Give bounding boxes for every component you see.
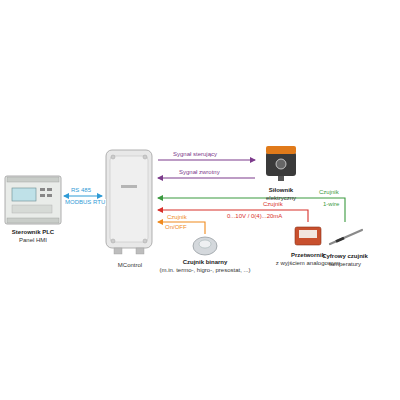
signal-label: Czujnik — [262, 201, 284, 208]
node-title: Cyfrowy czujnik — [322, 253, 368, 261]
node-subtitle: (m.in. termo-, higro-, presostat, ...) — [159, 267, 250, 275]
signal-label: Czujnik — [166, 214, 188, 221]
signal-note: MODBUS RTU — [64, 199, 106, 206]
signal-label: Sygnał zwrotny — [178, 169, 221, 176]
actuator-device: Siłownikelektryczny — [255, 140, 307, 202]
node-title: Przetwornik — [291, 252, 325, 260]
signal-line — [158, 198, 345, 222]
signal-note: 0...10V / 0(4)...20mA — [226, 213, 283, 220]
node-title: Siłownik — [269, 187, 293, 195]
analog-transmitter: Przetwornikz wyjściem analogowym — [273, 222, 343, 267]
binary-sensor: Czujnik binarny(m.in. termo-, higro-, pr… — [153, 234, 257, 274]
node-title: MControl — [118, 262, 142, 270]
binary-sensor-picture — [193, 237, 217, 255]
transmitter-picture — [295, 227, 321, 245]
node-subtitle: Panel HMI — [19, 237, 47, 245]
mcontrol-housing — [106, 150, 152, 254]
node-title: Czujnik binarny — [183, 259, 228, 267]
signal-line — [158, 177, 255, 178]
signal-label: Czujnik — [318, 189, 340, 196]
signal-line — [158, 159, 255, 160]
signal-note: 1-wire — [322, 201, 340, 208]
node-title: Sterownik PLC — [12, 229, 54, 237]
actuator-picture — [266, 146, 296, 181]
signal-line — [158, 222, 205, 234]
plc-device: Sterownik PLCPanel HMI — [2, 172, 64, 244]
signal-label: RS 485 — [70, 187, 92, 194]
digital-probe-picture — [330, 230, 362, 244]
node-subtitle: z wyjściem analogowym — [276, 260, 340, 268]
signal-label: Sygnał sterujący — [172, 151, 218, 158]
mcontrol-box: MControl — [102, 148, 158, 269]
signal-line — [64, 195, 102, 196]
plc-device — [5, 176, 61, 224]
signal-note: On/OFF — [164, 224, 188, 231]
signal-line — [158, 210, 308, 222]
